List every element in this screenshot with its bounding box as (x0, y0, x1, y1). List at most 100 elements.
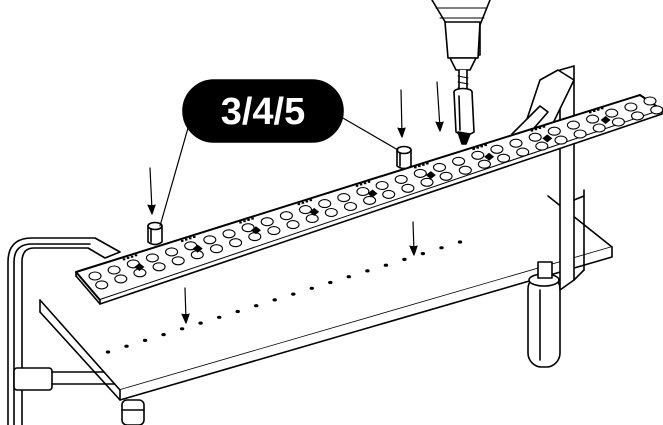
board-hole (346, 275, 351, 279)
rail-hole (363, 195, 377, 205)
rail-hole (420, 177, 434, 187)
rail-hole (279, 211, 293, 221)
rail-marking (542, 125, 546, 128)
rail-marking (301, 201, 305, 204)
board-hole (272, 298, 277, 302)
rail-marking (476, 146, 479, 149)
rail-hole (471, 150, 485, 160)
rail-hole (337, 193, 351, 203)
rail-marking (122, 258, 126, 261)
rail-hole (477, 159, 491, 169)
rail-marking (251, 217, 254, 220)
drill-icon (431, 0, 491, 145)
rail-hole (298, 205, 313, 215)
rail-marking (309, 199, 313, 202)
rail-hole (171, 256, 185, 266)
rail-marking (484, 144, 487, 147)
board-hole (420, 252, 426, 256)
rail-hole (152, 262, 166, 272)
board-hole (235, 309, 240, 314)
rail-marking (600, 116, 611, 124)
rail-hole (88, 271, 102, 281)
rail-hole (165, 247, 179, 257)
rail-hole (343, 201, 358, 212)
rail-hole (547, 126, 561, 136)
rail-hole (566, 120, 580, 130)
rail-marking (593, 110, 596, 112)
rail-marking (247, 218, 250, 221)
rail-marking (534, 128, 538, 131)
insertion-arrows (147, 81, 444, 324)
rail-hole (382, 189, 396, 199)
rail-hole (535, 141, 549, 151)
board-hole (161, 333, 166, 337)
rail-marking (297, 203, 301, 206)
board-hole (142, 338, 148, 342)
rail-marking (538, 127, 542, 129)
rail-marking (597, 108, 600, 111)
rail-marking (193, 236, 196, 238)
rail-hole (611, 117, 625, 127)
rail-hole (222, 229, 236, 239)
rail-hole (643, 96, 657, 106)
rail-marking (422, 163, 425, 166)
rail-hole (248, 232, 262, 242)
rail-marking (243, 220, 246, 223)
board-hole (365, 269, 370, 273)
rail-marking (367, 189, 378, 198)
rail-hole (497, 153, 511, 163)
rail-hole (145, 253, 159, 263)
down-arrow (400, 89, 403, 135)
rail-hole (490, 144, 504, 154)
board-hole (309, 286, 314, 290)
rail-hole (305, 213, 319, 224)
rail-marking (355, 184, 359, 187)
rail-marking (305, 200, 309, 203)
rail-marking (134, 254, 138, 257)
rail-hole (107, 265, 121, 275)
rail-marking (542, 134, 553, 143)
board-icon (39, 195, 613, 401)
rail-hole (401, 183, 415, 193)
board-hole (254, 304, 259, 308)
board-hole (439, 246, 444, 250)
rail-marking (589, 111, 592, 114)
rail-hole (592, 123, 606, 133)
rail-hole (458, 165, 472, 175)
rail-marking (126, 256, 130, 259)
rail-marking (418, 165, 421, 168)
jig-rail-hole-pattern (88, 96, 663, 290)
rail-hole (573, 129, 587, 139)
rail-hole (624, 102, 638, 112)
down-arrow (149, 167, 153, 211)
rail-marking (601, 107, 604, 110)
rail-marking (472, 148, 475, 150)
dowel-icon (147, 221, 163, 246)
board-hole (328, 280, 333, 285)
rail-hole (413, 168, 427, 178)
rail-marking (130, 255, 134, 258)
rail-hole (605, 108, 619, 118)
step-callout-label: 3/4/5 (221, 91, 306, 133)
down-arrow (436, 81, 441, 129)
rail-marking (251, 226, 261, 235)
rail-marking (359, 183, 363, 186)
board-hole (383, 263, 389, 267)
rail-marking (192, 244, 203, 253)
rail-marking (484, 152, 495, 161)
clamp-knob-icon (121, 399, 145, 425)
rail-hole (229, 238, 243, 248)
rail-hole (95, 280, 109, 290)
rail-hole (375, 180, 389, 191)
rail-marking (414, 166, 417, 169)
rail-hole (394, 174, 408, 184)
rail-hole (650, 105, 663, 115)
rail-hole (286, 220, 300, 230)
board-hole (291, 292, 296, 296)
rail-hole (432, 162, 447, 172)
rail-marking (425, 171, 436, 180)
rail-hole (554, 135, 568, 145)
board-hole (105, 350, 111, 354)
left-clamp-icon (7, 237, 121, 425)
rail-hole (586, 114, 600, 124)
